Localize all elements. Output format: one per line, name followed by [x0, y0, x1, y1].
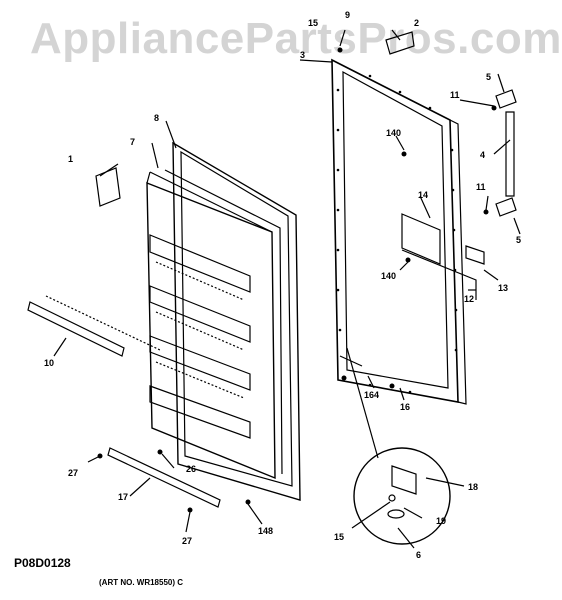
detail-circle — [353, 447, 451, 545]
callout-140a: 140 — [386, 128, 401, 138]
callout-15a: 15 — [308, 18, 318, 28]
door-shelves — [149, 234, 251, 439]
callout-19: 19 — [436, 516, 446, 526]
panel-rivets — [336, 74, 458, 394]
callout-148: 148 — [258, 526, 273, 536]
callout-164: 164 — [364, 390, 379, 400]
callout-7: 7 — [130, 137, 135, 147]
callout-1: 1 — [68, 154, 73, 164]
screws — [97, 47, 497, 513]
hinge-top — [495, 89, 517, 109]
callout-10: 10 — [44, 358, 54, 368]
callout-17: 17 — [118, 492, 128, 502]
callout-15b: 15 — [334, 532, 344, 542]
callout-11a: 11 — [450, 90, 460, 100]
callout-11b: 11 — [476, 182, 486, 192]
callout-5b: 5 — [516, 235, 521, 245]
callout-16: 16 — [400, 402, 410, 412]
callout-5a: 5 — [486, 72, 491, 82]
art-number: (ART NO. WR18550) C — [99, 578, 184, 587]
callout-9: 9 — [345, 10, 350, 20]
callout-14: 14 — [418, 190, 428, 200]
callout-27b: 27 — [182, 536, 192, 546]
callout-140b: 140 — [381, 271, 396, 281]
leaflet — [95, 167, 121, 207]
callout-27a: 27 — [68, 468, 78, 478]
callout-26: 26 — [186, 464, 196, 474]
callout-8: 8 — [154, 113, 159, 123]
shelf-strip — [27, 301, 125, 357]
door-liner — [146, 169, 283, 480]
hinge-bar — [505, 111, 515, 197]
watermark: AppliancePartsPros.com — [30, 14, 562, 63]
hinge-bottom — [495, 197, 517, 217]
bottom-bar — [107, 447, 221, 508]
door-gasket — [172, 141, 301, 501]
lock-bracket — [401, 213, 441, 265]
lock-cylinder — [465, 245, 485, 265]
callout-3: 3 — [300, 50, 305, 60]
callout-18: 18 — [468, 482, 478, 492]
callout-12: 12 — [464, 294, 474, 304]
callout-6: 6 — [416, 550, 421, 560]
callout-4: 4 — [480, 150, 485, 160]
diagram-code: P08D0128 — [14, 556, 71, 570]
outer-door-panel — [331, 58, 467, 405]
callout-2: 2 — [414, 18, 419, 28]
callout-labels: 1 2 3 4 5 5 6 7 8 9 10 11 11 12 13 14 15… — [44, 10, 521, 560]
callout-13: 13 — [498, 283, 508, 293]
label-plate — [385, 31, 415, 55]
